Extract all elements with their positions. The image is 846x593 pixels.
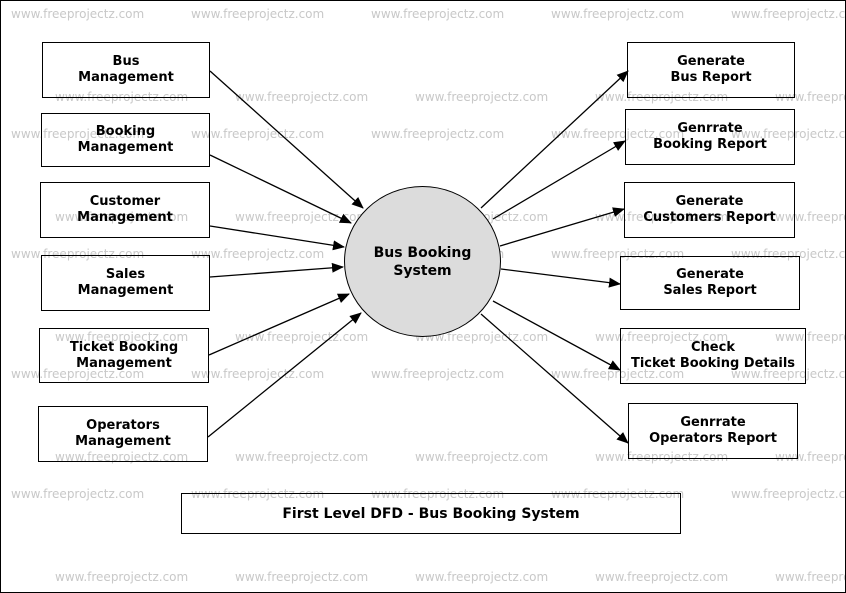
watermark-text: www.freeprojectz.com [11,367,145,381]
watermark-text: www.freeprojectz.com [551,487,685,501]
watermark-text: www.freeprojectz.com [595,210,729,224]
watermark-text: www.freeprojectz.com [371,367,505,381]
entity-check-ticket-booking-details[interactable]: Check Ticket Booking Details [620,328,806,384]
watermark-text: www.freeprojectz.com [55,210,189,224]
watermark-text: www.freeprojectz.com [595,330,729,344]
watermark-text: www.freeprojectz.com [731,247,846,261]
watermark-text: www.freeprojectz.com [731,7,846,21]
arrow-customer-to-system [209,225,345,251]
watermark-text: www.freeprojectz.com [55,330,189,344]
watermark-text: www.freeprojectz.com [191,247,325,261]
watermark-text: www.freeprojectz.com [55,450,189,464]
watermark-text: www.freeprojectz.com [775,210,845,224]
watermark-text: www.freeprojectz.com [551,127,685,141]
arrow-sales-to-system [209,262,344,278]
watermark-text: www.freeprojectz.com [235,210,369,224]
watermark-text: www.freeprojectz.com [595,570,729,584]
process-bus-booking-system[interactable]: Bus Booking System [344,186,501,337]
watermark-text: www.freeprojectz.com [11,247,145,261]
arrow-ticket-to-system [208,293,350,356]
entity-customer-management[interactable]: Customer Management [40,182,210,238]
watermark-text: www.freeprojectz.com [551,247,685,261]
watermark-text: www.freeprojectz.com [775,570,845,584]
watermark-text: www.freeprojectz.com [235,90,369,104]
arrow-system-to-customers-report [499,207,625,247]
watermark-text: www.freeprojectz.com [55,570,189,584]
arrow-bus-to-system [209,70,364,209]
watermark-text: www.freeprojectz.com [551,7,685,21]
watermark-text: www.freeprojectz.com [235,570,369,584]
watermark-text: www.freeprojectz.com [415,90,549,104]
entity-generate-customers-report[interactable]: Generate Customers Report [624,182,795,238]
watermark-text: www.freeprojectz.com [11,7,145,21]
entity-generate-sales-report[interactable]: Generate Sales Report [620,256,800,310]
watermark-text: www.freeprojectz.com [775,90,845,104]
watermark-text: www.freeprojectz.com [415,330,549,344]
arrow-system-to-booking-report [492,140,626,220]
watermark-text: www.freeprojectz.com [11,487,145,501]
arrow-booking-to-system [209,154,352,224]
watermark-text: www.freeprojectz.com [235,450,369,464]
watermark-text: www.freeprojectz.com [415,450,549,464]
watermark-text: www.freeprojectz.com [371,127,505,141]
watermark-text: www.freeprojectz.com [731,127,846,141]
entity-generate-booking-report[interactable]: Genrrate Booking Report [625,109,795,165]
arrow-system-to-sales-report [500,268,621,288]
watermark-text: www.freeprojectz.com [731,367,846,381]
watermark-text: www.freeprojectz.com [11,127,145,141]
watermark-text: www.freeprojectz.com [551,367,685,381]
entity-ticket-booking-management[interactable]: Ticket Booking Management [39,328,209,383]
arrow-system-to-operators-report [480,313,629,444]
arrow-system-to-bus-report [480,70,629,209]
watermark-text: www.freeprojectz.com [191,487,325,501]
entity-generate-bus-report[interactable]: Generate Bus Report [627,42,795,98]
watermark-text: www.freeprojectz.com [415,570,549,584]
entity-generate-operators-report[interactable]: Genrrate Operators Report [628,403,798,459]
entity-operators-management[interactable]: Operators Management [38,406,208,462]
arrow-operators-to-system [207,312,362,438]
diagram-caption: First Level DFD - Bus Booking System [181,493,681,534]
watermark-text: www.freeprojectz.com [191,127,325,141]
entity-sales-management[interactable]: Sales Management [41,255,210,311]
watermark-text: www.freeprojectz.com [371,7,505,21]
watermark-text: www.freeprojectz.com [731,487,846,501]
watermark-text: www.freeprojectz.com [191,7,325,21]
entity-bus-management[interactable]: Bus Management [42,42,210,98]
entity-booking-management[interactable]: Booking Management [41,113,210,167]
watermark-text: www.freeprojectz.com [371,487,505,501]
watermark-text: www.freeprojectz.com [775,330,845,344]
watermark-text: www.freeprojectz.com [775,450,845,464]
arrow-system-to-ticket-details [492,300,621,371]
